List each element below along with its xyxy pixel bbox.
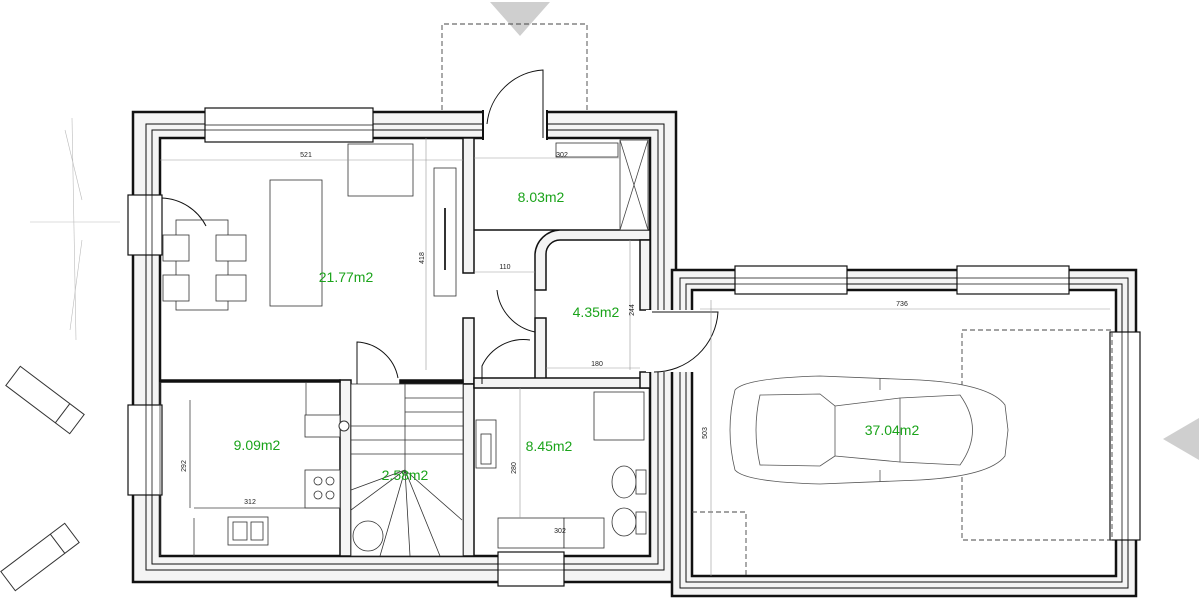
entrance-door[interactable] (482, 69, 548, 142)
dim-hall-height: 244 (629, 304, 636, 316)
dim-living-height: 418 (419, 252, 426, 264)
dim-top-right: 302 (556, 152, 568, 159)
area-garage: 37.04m2 (865, 422, 920, 438)
sun-lounger-icon (0, 522, 80, 592)
dim-hall-bottom: 180 (591, 361, 603, 368)
hall-doors[interactable] (474, 240, 640, 384)
entrance-canopy-outline (441, 23, 588, 110)
area-hall-small: 4.35m2 (573, 304, 620, 320)
dim-garage-height: 503 (702, 427, 709, 439)
car-icon (729, 375, 1009, 485)
area-bedroom-top: 8.03m2 (518, 189, 565, 205)
bathroom-fixtures (475, 388, 647, 549)
north-arrow-top (490, 2, 550, 36)
living-furniture (160, 138, 463, 370)
area-kitchen: 9.09m2 (234, 437, 281, 453)
dim-hall-width: 110 (499, 264, 510, 271)
kitchen-furniture (159, 382, 350, 556)
area-living: 21.77m2 (319, 269, 374, 285)
sun-lounger-icon (5, 365, 85, 435)
room-area-labels: 21.77m2 8.03m2 4.35m2 9.09m2 2.58m2 8.45… (234, 189, 920, 483)
compass-lines (30, 117, 120, 341)
interior-walls (159, 137, 651, 557)
dim-kitchen-width: 312 (244, 499, 256, 506)
area-bathroom: 8.45m2 (526, 438, 573, 454)
top-right-room-furniture (474, 139, 649, 231)
dim-kitchen-height: 292 (181, 460, 188, 472)
staircase (350, 341, 464, 557)
area-stair: 2.58m2 (382, 467, 429, 483)
dim-garage-width: 736 (896, 301, 908, 308)
dimension-labels: 521 302 418 110 244 180 292 312 280 302 … (181, 152, 908, 535)
dim-living-width: 521 (300, 152, 312, 159)
north-arrow-right (1163, 418, 1199, 460)
garage-access-door[interactable] (646, 310, 719, 373)
windows (127, 107, 565, 587)
dim-bath-height: 280 (511, 462, 518, 474)
dim-bath-width: 302 (554, 528, 566, 535)
